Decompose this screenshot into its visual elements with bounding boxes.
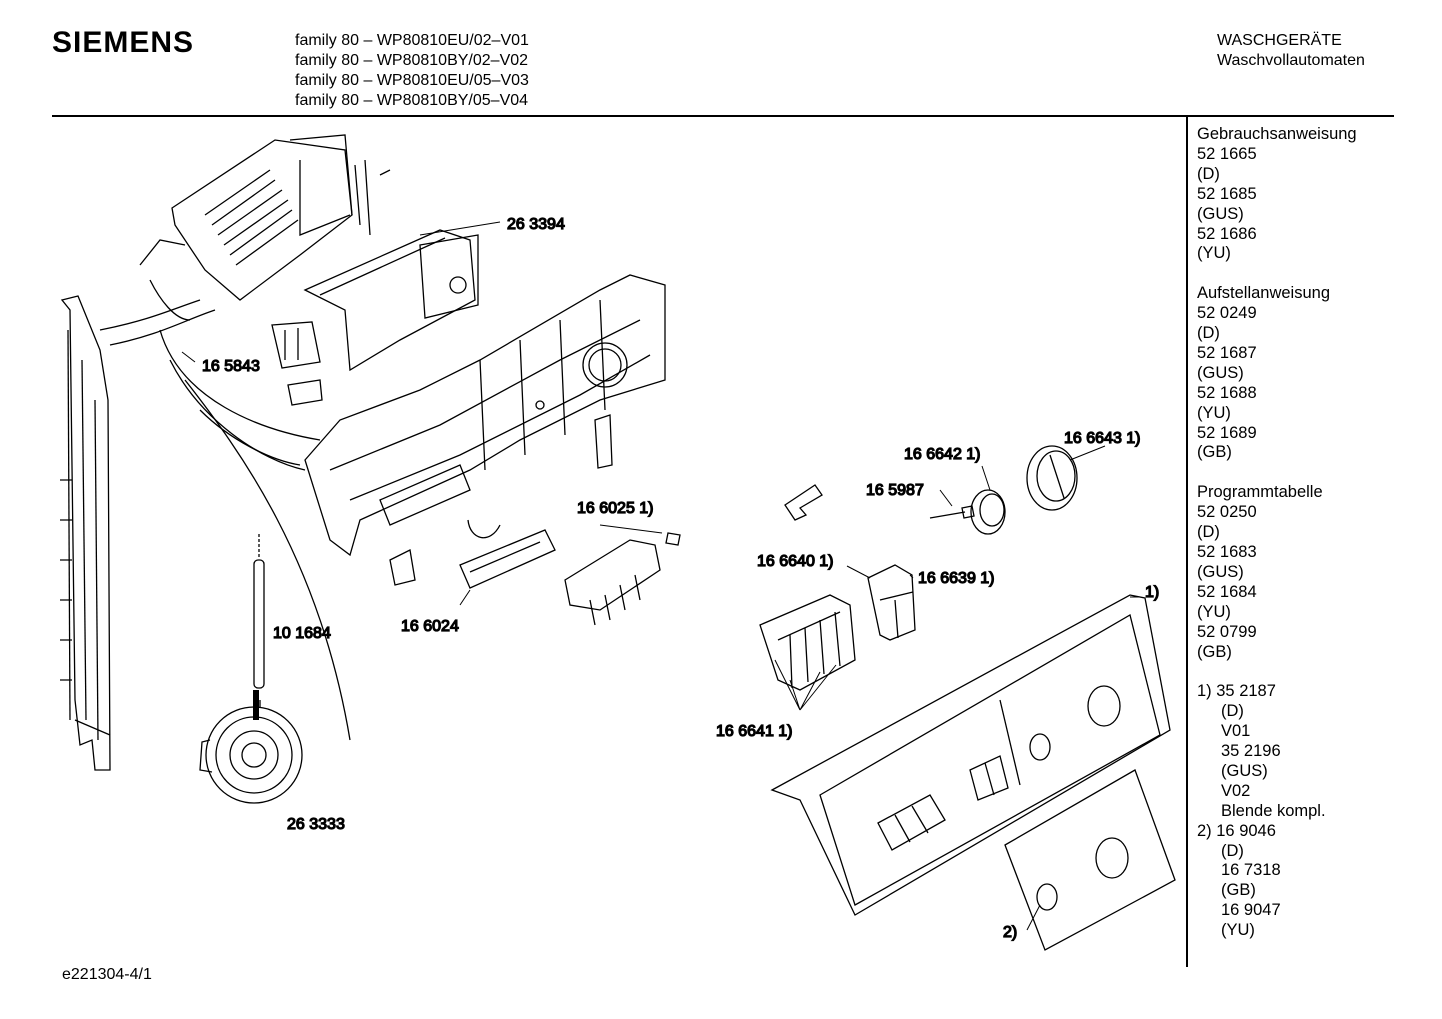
ref-item: (D): [1197, 523, 1220, 542]
note-line: 1) 35 2187: [1197, 682, 1276, 701]
label-101684: 10 1684: [273, 625, 331, 642]
note-line: (GB): [1221, 881, 1256, 900]
ref-item: (YU): [1197, 244, 1231, 263]
leader-lines: [181, 221, 1140, 931]
note-line: V02: [1221, 781, 1251, 800]
ref-item: (GUS): [1197, 562, 1244, 581]
ref-item: 52 1686: [1197, 224, 1257, 243]
label-166639: 16 6639 1): [918, 570, 995, 587]
ref-item: (YU): [1197, 403, 1231, 422]
diagram-code: e221304-4/1: [62, 966, 152, 983]
ref-item: 52 1688: [1197, 383, 1257, 402]
note-line: 2) 16 9046: [1197, 821, 1276, 840]
model-line: family 80 – WP80810BY/02–V02: [295, 52, 529, 69]
knob-166643: [1026, 445, 1078, 511]
ref-item: 52 0249: [1197, 304, 1257, 323]
ref-item: 52 1689: [1197, 423, 1257, 442]
switch-block-166025: [564, 532, 681, 626]
rod-101684: [253, 534, 265, 689]
label-166025: 16 6025 1): [577, 500, 654, 517]
label-ref1: 1): [1145, 584, 1159, 601]
clip-part: [784, 484, 823, 521]
label-263394: 26 3394: [507, 216, 565, 233]
relay-165843: [271, 321, 323, 406]
control-module-263394: [171, 134, 479, 372]
brand-logo: SIEMENS: [52, 26, 195, 59]
frame-rail: [60, 295, 111, 771]
wiring-harness: [99, 239, 351, 741]
model-line: family 80 – WP80810EU/02–V01: [295, 32, 529, 49]
category-subtitle: Waschvollautomaten: [1217, 52, 1365, 69]
button-block-166639: [867, 564, 916, 641]
label-166643: 16 6643 1): [1064, 430, 1141, 447]
pcb-166024: [459, 519, 556, 589]
note-line: V01: [1221, 722, 1251, 741]
note-line: (GUS): [1221, 761, 1268, 780]
gebrauch-title: Gebrauchsanweisung: [1197, 125, 1357, 143]
panel-housing: [304, 274, 666, 586]
overlay-panel: [1004, 769, 1176, 951]
ref-item: (D): [1197, 324, 1220, 343]
label-165843: 16 5843: [202, 358, 260, 375]
ref-item: 52 0799: [1197, 622, 1257, 641]
ref-item: (GB): [1197, 642, 1232, 661]
knob-166642: [970, 489, 1006, 535]
sidebar-divider: [1186, 117, 1188, 967]
aufstell-title: Aufstellanweisung: [1197, 284, 1330, 303]
ref-item: 52 1665: [1197, 144, 1257, 163]
ref-item: 52 0250: [1197, 503, 1257, 522]
ref-item: 52 1684: [1197, 582, 1257, 601]
model-list: family 80 – WP80810EU/02–V01 family 80 –…: [295, 31, 529, 111]
screw-165987: [929, 505, 975, 519]
model-line: family 80 – WP80810EU/05–V03: [295, 72, 529, 89]
ref-item: 52 1685: [1197, 184, 1257, 203]
front-panel-blende: [770, 594, 1171, 916]
pressure-switch-263333: [199, 690, 303, 804]
label-ref2: 2): [1003, 924, 1017, 941]
note-line: (D): [1221, 702, 1244, 721]
category-title: WASCHGERÄTE: [1217, 32, 1342, 49]
label-166642: 16 6642 1): [904, 446, 981, 463]
note-line: 16 7318: [1221, 861, 1281, 880]
programm-title: Programmtabelle: [1197, 483, 1323, 502]
ref-item: (YU): [1197, 602, 1231, 621]
note-line: 16 9047: [1221, 901, 1281, 920]
ref-item: 52 1683: [1197, 543, 1257, 561]
ref-item: (D): [1197, 164, 1220, 183]
button-block-166641: [759, 594, 856, 691]
label-166024: 16 6024: [401, 618, 459, 635]
ref-item: (GUS): [1197, 363, 1244, 382]
label-166641: 16 6641 1): [716, 723, 793, 740]
label-166640: 16 6640 1): [757, 553, 834, 570]
label-165987: 16 5987: [866, 482, 924, 499]
model-line: family 80 – WP80810BY/05–V04: [295, 92, 529, 109]
header-divider: [52, 115, 1394, 117]
category-block: WASCHGERÄTE Waschvollautomaten: [1217, 31, 1365, 71]
ref-item: (GB): [1197, 443, 1232, 462]
ref-item: (GUS): [1197, 204, 1244, 223]
label-263333: 26 3333: [287, 816, 345, 833]
note-line: (D): [1221, 841, 1244, 860]
note-line: Blende kompl.: [1221, 801, 1326, 820]
note-line: 35 2196: [1221, 742, 1281, 761]
note-line: (YU): [1221, 921, 1255, 940]
ref-item: 52 1687: [1197, 343, 1257, 362]
document-references: Gebrauchsanweisung 52 1665 (D) 52 1685 (…: [1197, 125, 1437, 941]
